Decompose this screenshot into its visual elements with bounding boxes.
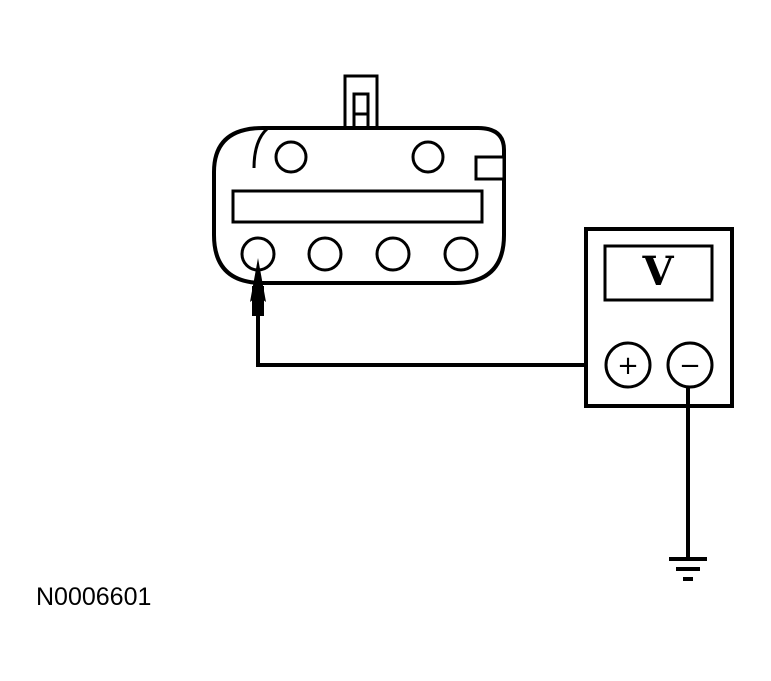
multimeter-voltage-symbol: V [641, 248, 674, 295]
connector-pin-top-2 [411, 140, 445, 174]
connector-pin-top-1 [274, 140, 308, 174]
test-lead-wire [256, 314, 607, 367]
positive-terminal-symbol: + [617, 351, 639, 381]
probe-handle [252, 286, 264, 316]
ground-icon [669, 557, 707, 581]
connector [212, 74, 506, 285]
connector-pin-bottom-3 [375, 236, 411, 272]
connector-inner-contour [252, 126, 270, 169]
negative-terminal-symbol: − [679, 351, 701, 381]
connector-pin-bottom-4 [443, 236, 479, 272]
connector-pin-bottom-2 [307, 236, 343, 272]
multimeter-display [603, 244, 714, 302]
test-probe [250, 258, 266, 316]
connector-latch-bar [231, 189, 484, 224]
reference-id: N0006601 [36, 583, 151, 611]
positive-terminal [604, 341, 652, 389]
multimeter: V + − [584, 227, 734, 408]
connector-key [474, 155, 506, 181]
